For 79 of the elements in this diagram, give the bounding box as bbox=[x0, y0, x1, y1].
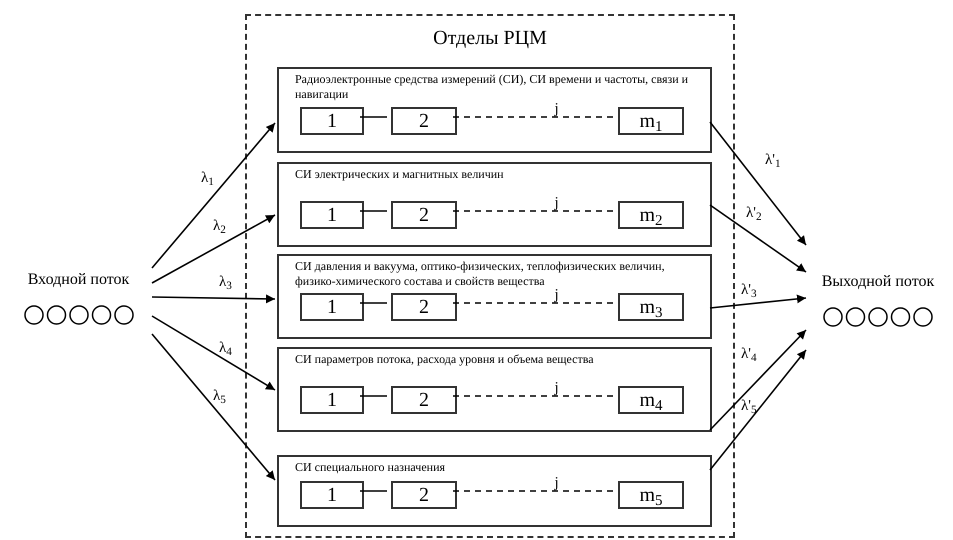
process-box bbox=[618, 386, 684, 414]
edge-label: j bbox=[554, 380, 560, 396]
process-box bbox=[391, 481, 457, 509]
box-label: 2 bbox=[419, 297, 429, 317]
department-box bbox=[277, 455, 712, 527]
arrow bbox=[151, 333, 276, 481]
edge-label: λ$_{1}$ bbox=[200, 170, 215, 186]
box-label: 1 bbox=[327, 111, 337, 131]
arrow bbox=[710, 294, 806, 309]
department-box bbox=[277, 254, 712, 339]
edge-label: j bbox=[554, 475, 560, 491]
process-box bbox=[300, 107, 364, 135]
box-label: 2 bbox=[419, 390, 429, 410]
box-label: m$_{2}$ bbox=[639, 205, 663, 225]
box-label: 2 bbox=[419, 205, 429, 225]
edge-label: λ'$_{3}$ bbox=[740, 282, 758, 298]
edge-label: λ'$_{5}$ bbox=[740, 398, 758, 414]
edge-label: λ'$_{2}$ bbox=[745, 205, 763, 221]
process-box bbox=[300, 481, 364, 509]
box-label: 1 bbox=[327, 205, 337, 225]
edge-label: λ'$_{1}$ bbox=[764, 152, 782, 168]
connector-line bbox=[360, 210, 387, 212]
box-label: 2 bbox=[419, 111, 429, 131]
process-box bbox=[618, 107, 684, 135]
connector-line bbox=[453, 210, 614, 212]
department-heading: Радиоэлектронные средства измерений (СИ), СИ времени и частоты, связи и навигации bbox=[295, 72, 690, 102]
connector-line bbox=[453, 395, 614, 397]
edge-label: j bbox=[554, 101, 560, 117]
process-box bbox=[300, 201, 364, 229]
edge-label: λ$_{2}$ bbox=[212, 218, 227, 234]
connector-line bbox=[453, 302, 614, 304]
arrow bbox=[152, 294, 276, 304]
connector-line bbox=[453, 490, 614, 492]
process-box bbox=[391, 386, 457, 414]
arrow bbox=[710, 204, 806, 273]
connector-line bbox=[360, 395, 387, 397]
process-box bbox=[391, 107, 457, 135]
box-label: 1 bbox=[327, 297, 337, 317]
edge-label: λ$_{3}$ bbox=[218, 274, 233, 290]
process-box bbox=[300, 386, 364, 414]
process-box bbox=[391, 201, 457, 229]
connector-line bbox=[360, 490, 387, 492]
box-label: 1 bbox=[327, 485, 337, 505]
flow-label: Выходной поток bbox=[822, 272, 934, 292]
process-box bbox=[618, 481, 684, 509]
box-label: m$_{1}$ bbox=[639, 111, 663, 131]
connector-line bbox=[360, 302, 387, 304]
box-label: 1 bbox=[327, 390, 337, 410]
arrow bbox=[709, 350, 807, 470]
department-heading: СИ электрических и магнитных величин bbox=[295, 167, 505, 182]
edge-label: λ'$_{4}$ bbox=[740, 346, 758, 362]
department-frame bbox=[245, 14, 735, 538]
edge-label: λ$_{4}$ bbox=[218, 340, 233, 356]
process-box bbox=[618, 293, 684, 321]
frame-title: Отделы РЦМ bbox=[432, 26, 548, 50]
box-label: m$_{4}$ bbox=[639, 390, 663, 410]
process-box bbox=[618, 201, 684, 229]
arrow bbox=[709, 329, 807, 431]
flow-label: Входной поток bbox=[28, 270, 130, 290]
department-heading: СИ специального назначения bbox=[295, 460, 446, 475]
box-label: m$_{5}$ bbox=[639, 485, 663, 505]
department-box bbox=[277, 67, 712, 153]
department-box bbox=[277, 162, 712, 247]
process-box bbox=[300, 293, 364, 321]
arrow bbox=[709, 122, 807, 246]
department-box bbox=[277, 347, 712, 432]
box-label: m$_{3}$ bbox=[639, 297, 663, 317]
arrow bbox=[151, 122, 276, 269]
arrow bbox=[152, 214, 276, 284]
department-heading: СИ параметров потока, расхода уровня и объема вещества bbox=[295, 352, 595, 367]
edge-label: j bbox=[554, 195, 560, 211]
connector-line bbox=[360, 116, 387, 118]
connector-line bbox=[453, 116, 614, 118]
edge-label: j bbox=[554, 287, 560, 303]
box-label: 2 bbox=[419, 485, 429, 505]
process-box bbox=[391, 293, 457, 321]
arrow bbox=[152, 315, 276, 391]
department-heading: СИ давления и вакуума, оптико-физических, теплофизических величин, физико-химического состава и свойств вещества bbox=[295, 259, 666, 289]
edge-label: λ$_{5}$ bbox=[212, 388, 227, 404]
